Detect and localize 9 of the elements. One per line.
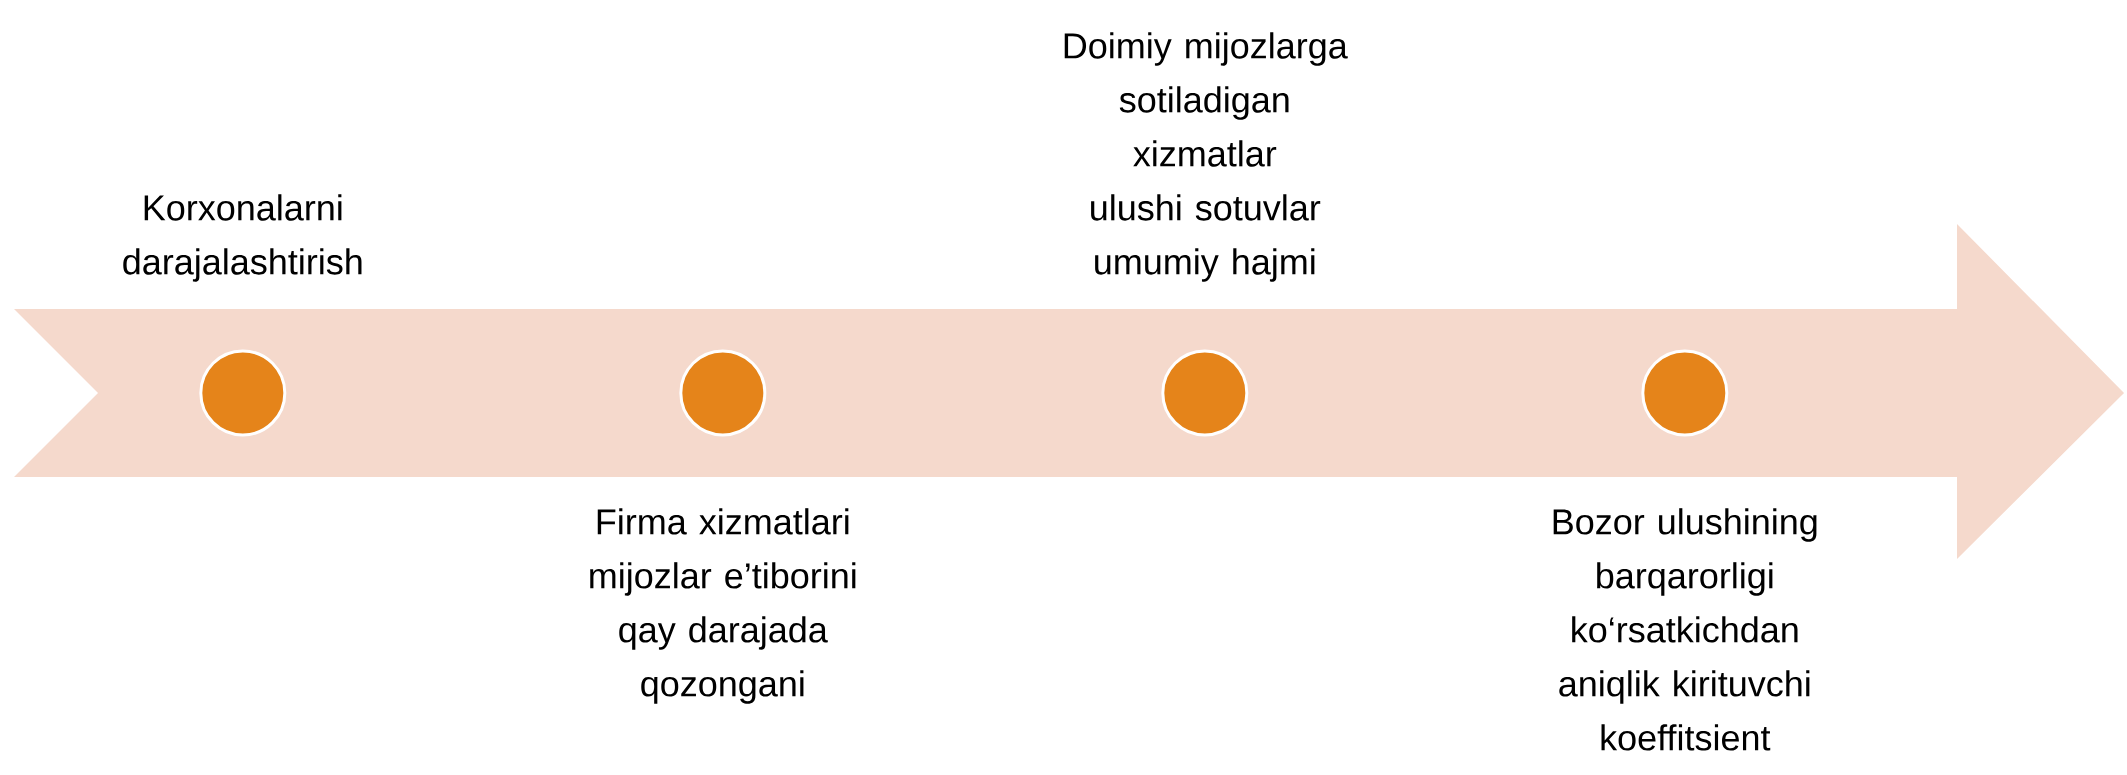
circle-marker [1641, 349, 1729, 437]
circle-marker [199, 349, 287, 437]
arrow-band [14, 224, 2124, 559]
step-label: Bozor ulushining barqarorligi ko‘rsatkichdan aniqlik kirituvchi koeffitsient [1553, 508, 1817, 751]
step-label: Doimiy mijozlarga sotiladigan xizmatlar ulushi sotuvlar umumiy hajmi [1064, 32, 1348, 282]
circle-marker [1161, 349, 1249, 437]
circle-marker [679, 349, 767, 437]
step-label: Korxonalarni darajalashtirish [123, 194, 362, 282]
step-label: Firma xizmatlari mijozlar e’tiborini qay darajada qozongani [590, 508, 856, 704]
